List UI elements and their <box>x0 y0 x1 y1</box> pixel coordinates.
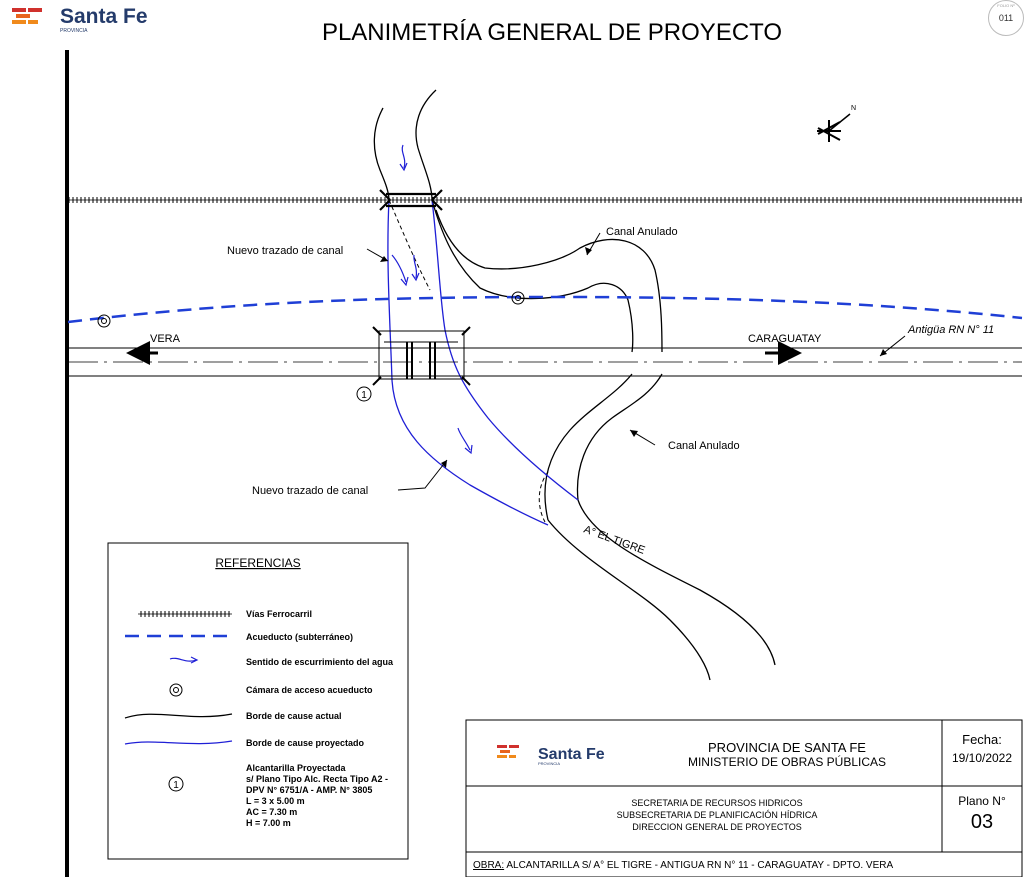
culvert <box>372 326 471 386</box>
label-canal-anulado-1: Canal Anulado <box>606 226 678 238</box>
title-block-ministry: MINISTERIO DE OBRAS PÚBLICAS <box>688 754 886 769</box>
title-block-date-label: Fecha: <box>962 732 1002 747</box>
title-block <box>465 719 1023 877</box>
legend-culvert-line-1: Alcantarilla Proyectada <box>246 763 347 773</box>
north-label: N <box>851 105 856 112</box>
legend-culvert-line-5: AC = 7.30 m <box>246 807 297 817</box>
title-block-plan-value: 03 <box>971 811 993 833</box>
santa-fe-logo: Santa Fe PROVINCIA <box>12 5 148 34</box>
legend-projected-bank-symbol <box>124 740 233 745</box>
title-block-obra-value: ALCANTARILLA S/ A° EL TIGRE - ANTIGUA RN… <box>504 860 893 871</box>
creek-projected-banks <box>387 199 579 526</box>
flow-arrow-icon <box>391 144 473 455</box>
legend-label-current-bank: Borde de cause actual <box>246 711 342 721</box>
title-block-obra: OBRA: ALCANTARILLA S/ A° EL TIGRE - ANTI… <box>473 860 893 871</box>
legend-label-railway: Vías Ferrocarril <box>246 609 312 619</box>
folio-label: FOLIO Nº <box>997 3 1015 8</box>
label-caraguatay: CARAGUATAY <box>748 333 822 345</box>
culvert-marker <box>356 386 372 402</box>
north-arrow-icon: N <box>817 105 856 142</box>
label-antigua-rn: Antigüa RN N° 11 <box>907 324 994 336</box>
title-block-secretaria: SECRETARIA DE RECURSOS HIDRICOS <box>631 798 802 808</box>
title-block-plan-label: Plano N° <box>958 794 1006 808</box>
label-canal-anulado-2: Canal Anulado <box>668 440 740 452</box>
folio-number: 011 <box>998 13 1014 23</box>
title-block-obra-label: OBRA: <box>473 860 504 871</box>
title-block-date-value: 19/10/2022 <box>952 751 1012 765</box>
title-block-logo-text: Santa Fe <box>538 746 605 763</box>
legend-culvert-line-6: H = 7.00 m <box>246 818 291 828</box>
legend-culvert-marker <box>168 776 184 792</box>
legend-label-chamber: Cámara de acceso acueducto <box>246 685 373 695</box>
legend-culvert-line-4: L = 3 x 5.00 m <box>246 796 305 806</box>
legend-title: REFERENCIAS <box>215 556 300 570</box>
railway-bridge <box>379 189 443 211</box>
title-block-subsecretaria: SUBSECRETARIA DE PLANIFICACIÓN HÍDRICA <box>617 810 818 820</box>
label-arroyo: A° EL TIGRE <box>582 524 647 557</box>
legend-current-bank-symbol <box>124 713 233 719</box>
road <box>68 347 1022 377</box>
legend-label-aqueduct: Acueducto (subterráneo) <box>246 632 353 642</box>
legend-label-flow: Sentido de escurrimiento del agua <box>246 657 394 667</box>
culvert-marker-number: 1 <box>361 390 367 401</box>
title-block-logo: Santa Fe PROVINCIA <box>497 745 605 766</box>
leader-lines <box>366 232 906 491</box>
legend-access-chamber-icon <box>169 683 183 697</box>
legend-flow-arrow-icon <box>169 656 199 664</box>
label-nuevo-trazado-2: Nuevo trazado de canal <box>252 485 368 497</box>
aqueduct-line <box>67 295 1023 324</box>
legend-culvert-line-2: s/ Plano Tipo Alc. Recta Tipo A2 - <box>246 774 388 784</box>
logo-subtext: PROVINCIA <box>60 28 88 34</box>
legend-label-projected-bank: Borde de cause proyectado <box>246 738 365 748</box>
title-block-direccion: DIRECCION GENERAL DE PROYECTOS <box>632 822 802 832</box>
title-block-logo-subtext: PROVINCIA <box>538 761 560 766</box>
label-vera: VERA <box>150 333 181 345</box>
access-chamber-icon <box>97 291 525 328</box>
page-title: PLANIMETRÍA GENERAL DE PROYECTO <box>322 19 782 46</box>
logo-text: Santa Fe <box>60 5 148 28</box>
legend-box <box>107 542 409 860</box>
creek-current-banks <box>373 89 776 681</box>
legend-culvert-marker-number: 1 <box>173 780 179 791</box>
legend-culvert-line-3: DPV N° 6751/A - AMP. N° 3805 <box>246 785 372 795</box>
old-channel-dash <box>388 199 431 291</box>
title-block-province: PROVINCIA DE SANTA FE <box>708 740 866 755</box>
label-nuevo-trazado-1: Nuevo trazado de canal <box>227 245 343 257</box>
